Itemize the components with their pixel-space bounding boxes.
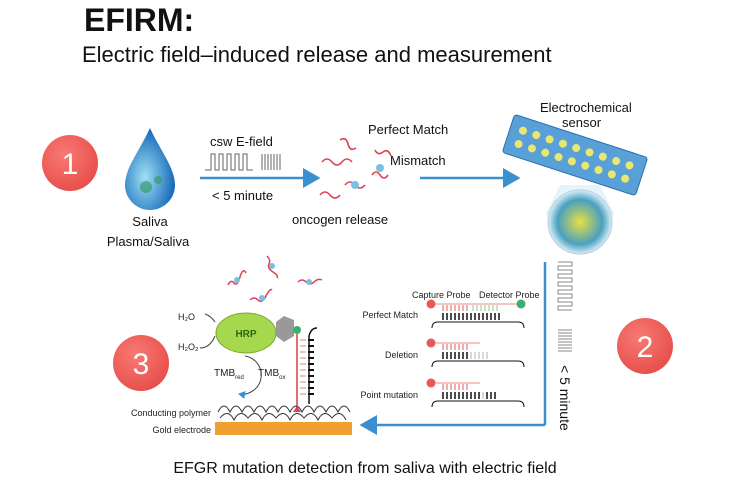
step-2-badge: 2 xyxy=(617,318,673,374)
perfect-match-label: Perfect Match xyxy=(368,122,448,137)
conducting-polymer-label: Conducting polymer xyxy=(131,408,211,418)
saliva-label: Saliva xyxy=(132,214,168,229)
point-mutation-probe xyxy=(426,378,525,408)
step-3-badge: 3 xyxy=(113,335,169,391)
antibody-icon xyxy=(276,316,294,342)
h2o-label: H₂O xyxy=(178,312,195,322)
conducting-polymer-icon xyxy=(217,405,351,422)
deletion-probe xyxy=(426,338,525,368)
point-mutation-row-label: Point mutation xyxy=(360,390,418,400)
electrochemical-sensor-icon xyxy=(502,114,648,196)
csw-efield-label: csw E-field xyxy=(210,134,273,149)
step-1-badge: 1 xyxy=(42,135,98,191)
gold-electrode-icon xyxy=(215,422,352,435)
released-dna-icon xyxy=(227,255,323,303)
svg-text:3: 3 xyxy=(133,348,150,381)
capture-probe-label: Capture Probe xyxy=(412,290,471,300)
time-label-1: < 5 minute xyxy=(212,188,273,203)
svg-text:2: 2 xyxy=(637,331,654,364)
plasma-saliva-label: Plasma/Saliva xyxy=(107,234,190,249)
gold-electrode-label: Gold electrode xyxy=(152,425,211,435)
oncogen-release-label: oncogen release xyxy=(292,212,388,227)
time-label-2: < 5 minute xyxy=(557,365,573,431)
page-title: EFIRM: xyxy=(84,2,195,38)
page-subtitle: Electric field–induced release and measu… xyxy=(82,42,552,67)
hrp-label: HRP xyxy=(235,329,256,340)
deletion-row-label: Deletion xyxy=(385,350,418,360)
figure-caption: EFGR mutation detection from saliva with… xyxy=(173,460,557,477)
perfect-match-row-label: Perfect Match xyxy=(362,310,418,320)
sensor-label-1: Electrochemical xyxy=(540,100,632,115)
tmb-ox-label: TMBox xyxy=(258,368,285,381)
mismatch-label: Mismatch xyxy=(390,153,446,168)
square-wave-vertical-icon xyxy=(557,261,573,311)
sensor-magnifier-icon xyxy=(547,189,613,255)
perfect-match-probe xyxy=(426,299,526,329)
svg-text:1: 1 xyxy=(62,148,79,181)
dna-fragments-icon xyxy=(319,137,392,199)
square-wave-icon xyxy=(205,153,253,171)
tmb-red-label: TMBred xyxy=(214,368,244,381)
saliva-drop-icon xyxy=(125,128,175,210)
h2o2-label: H₂O₂ xyxy=(178,342,199,352)
detector-probe-label: Detector Probe xyxy=(479,290,540,300)
sensor-label-2: sensor xyxy=(562,115,602,130)
